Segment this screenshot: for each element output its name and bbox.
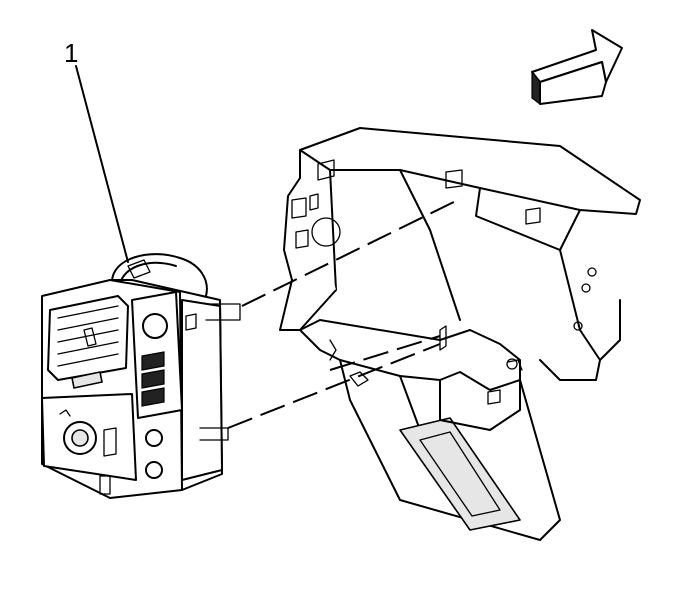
alignment-lines bbox=[227, 197, 463, 429]
instrument-panel-carrier bbox=[279, 127, 641, 541]
bezel-module-assembly bbox=[41, 253, 241, 499]
callout-leader-line bbox=[75, 65, 129, 263]
forward-arrow-icon bbox=[531, 29, 623, 106]
callout-label-1: 1 bbox=[64, 38, 79, 68]
